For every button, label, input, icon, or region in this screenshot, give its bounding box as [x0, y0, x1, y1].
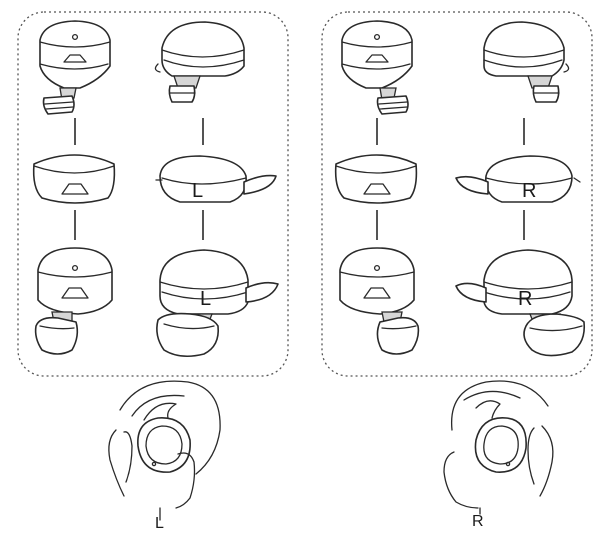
left-ear-caption: L	[155, 515, 164, 532]
right-front-sleeve	[334, 154, 418, 204]
right-assembled-label: R	[518, 288, 532, 310]
left-ear-illustration: L	[108, 380, 221, 532]
right-side-earbud-large-tip: R	[455, 249, 586, 357]
right-ear-illustration: R	[443, 380, 554, 530]
right-side-wing: R	[455, 155, 581, 203]
left-front-earbud-large-tip	[34, 247, 113, 355]
left-panel: L L	[17, 11, 289, 377]
left-side-wing: L	[155, 155, 277, 203]
left-front-sleeve	[32, 154, 116, 204]
right-side-earbud-small-tip	[483, 21, 570, 103]
right-front-earbud-large-tip	[339, 247, 420, 355]
left-side-earbud-large-tip: L	[156, 249, 279, 358]
right-panel-border	[321, 11, 593, 377]
left-wing-label: L	[192, 180, 203, 202]
left-assembled-label: L	[200, 288, 211, 310]
right-ear-caption: R	[472, 513, 484, 530]
right-wing-label: R	[522, 180, 536, 202]
right-panel: R R	[321, 11, 593, 377]
left-front-earbud-small-tip	[39, 20, 111, 115]
left-panel-border	[17, 11, 289, 377]
left-side-earbud-small-tip	[154, 21, 245, 103]
right-front-earbud-small-tip	[341, 20, 413, 115]
